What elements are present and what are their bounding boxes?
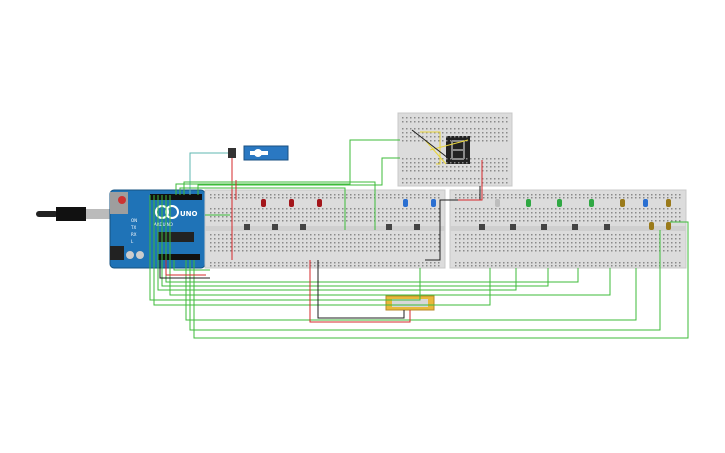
- led-blue[interactable]: [403, 199, 408, 207]
- led-yellow[interactable]: [666, 199, 671, 207]
- digital-header: [150, 194, 202, 200]
- led-yellow[interactable]: [649, 222, 654, 230]
- led-blue[interactable]: [431, 199, 436, 207]
- led-group-right: [495, 199, 671, 230]
- wire[interactable]: [165, 260, 206, 276]
- led-yellow[interactable]: [620, 199, 625, 207]
- servo-motor[interactable]: [228, 145, 289, 161]
- wire[interactable]: [175, 139, 400, 195]
- analog-header: [158, 254, 200, 260]
- wire[interactable]: [189, 230, 661, 331]
- l-led-label: L: [131, 239, 134, 244]
- wire[interactable]: [309, 260, 411, 323]
- pushbutton[interactable]: [386, 224, 392, 230]
- pushbutton[interactable]: [414, 224, 420, 230]
- breadboard-holes: [210, 117, 681, 267]
- pushbutton[interactable]: [510, 224, 516, 230]
- led-blue[interactable]: [643, 199, 648, 207]
- wire[interactable]: [185, 260, 637, 321]
- slide-potentiometer[interactable]: [385, 295, 435, 311]
- wire[interactable]: [411, 129, 449, 159]
- model-label: UNO: [180, 210, 198, 218]
- led-red[interactable]: [261, 199, 266, 207]
- on-led-label: ON: [131, 218, 137, 223]
- microcontroller-chip: [158, 232, 194, 242]
- wire[interactable]: [161, 195, 549, 287]
- pushbutton[interactable]: [541, 224, 547, 230]
- led-green[interactable]: [589, 199, 594, 207]
- wire[interactable]: [425, 186, 481, 261]
- wire[interactable]: [189, 152, 228, 195]
- reset-button[interactable]: [118, 196, 126, 204]
- wire[interactable]: [183, 181, 376, 230]
- led-yellow[interactable]: [666, 222, 671, 230]
- pushbutton[interactable]: [479, 224, 485, 230]
- wire[interactable]: [458, 160, 483, 201]
- led-red[interactable]: [317, 199, 322, 207]
- wire[interactable]: [197, 157, 400, 195]
- wires: [149, 129, 689, 339]
- rx-led-label: RX: [131, 232, 137, 237]
- pushbutton[interactable]: [244, 224, 250, 230]
- pushbutton-group: [244, 224, 610, 230]
- led-green[interactable]: [557, 199, 562, 207]
- wire[interactable]: [317, 260, 405, 319]
- pushbutton[interactable]: [572, 224, 578, 230]
- led-white[interactable]: [495, 199, 500, 207]
- led-group-left: [261, 199, 436, 207]
- wire[interactable]: [157, 195, 517, 291]
- led-green[interactable]: [526, 199, 531, 207]
- wire[interactable]: [173, 260, 210, 271]
- wire[interactable]: [165, 195, 579, 283]
- led-red[interactable]: [289, 199, 294, 207]
- wire[interactable]: [169, 195, 611, 296]
- wire[interactable]: [149, 195, 421, 301]
- brand-label: ARDUINO: [154, 222, 173, 227]
- pushbutton[interactable]: [300, 224, 306, 230]
- wire[interactable]: [193, 221, 689, 339]
- tx-led-label: TX: [130, 225, 136, 230]
- wire[interactable]: [159, 260, 210, 279]
- wire[interactable]: [179, 187, 346, 230]
- pushbutton[interactable]: [272, 224, 278, 230]
- wire[interactable]: [420, 131, 441, 165]
- breadboard-left[interactable]: [204, 189, 446, 269]
- wire[interactable]: [424, 139, 447, 165]
- usb-cable[interactable]: [36, 207, 112, 221]
- pushbutton[interactable]: [604, 224, 610, 230]
